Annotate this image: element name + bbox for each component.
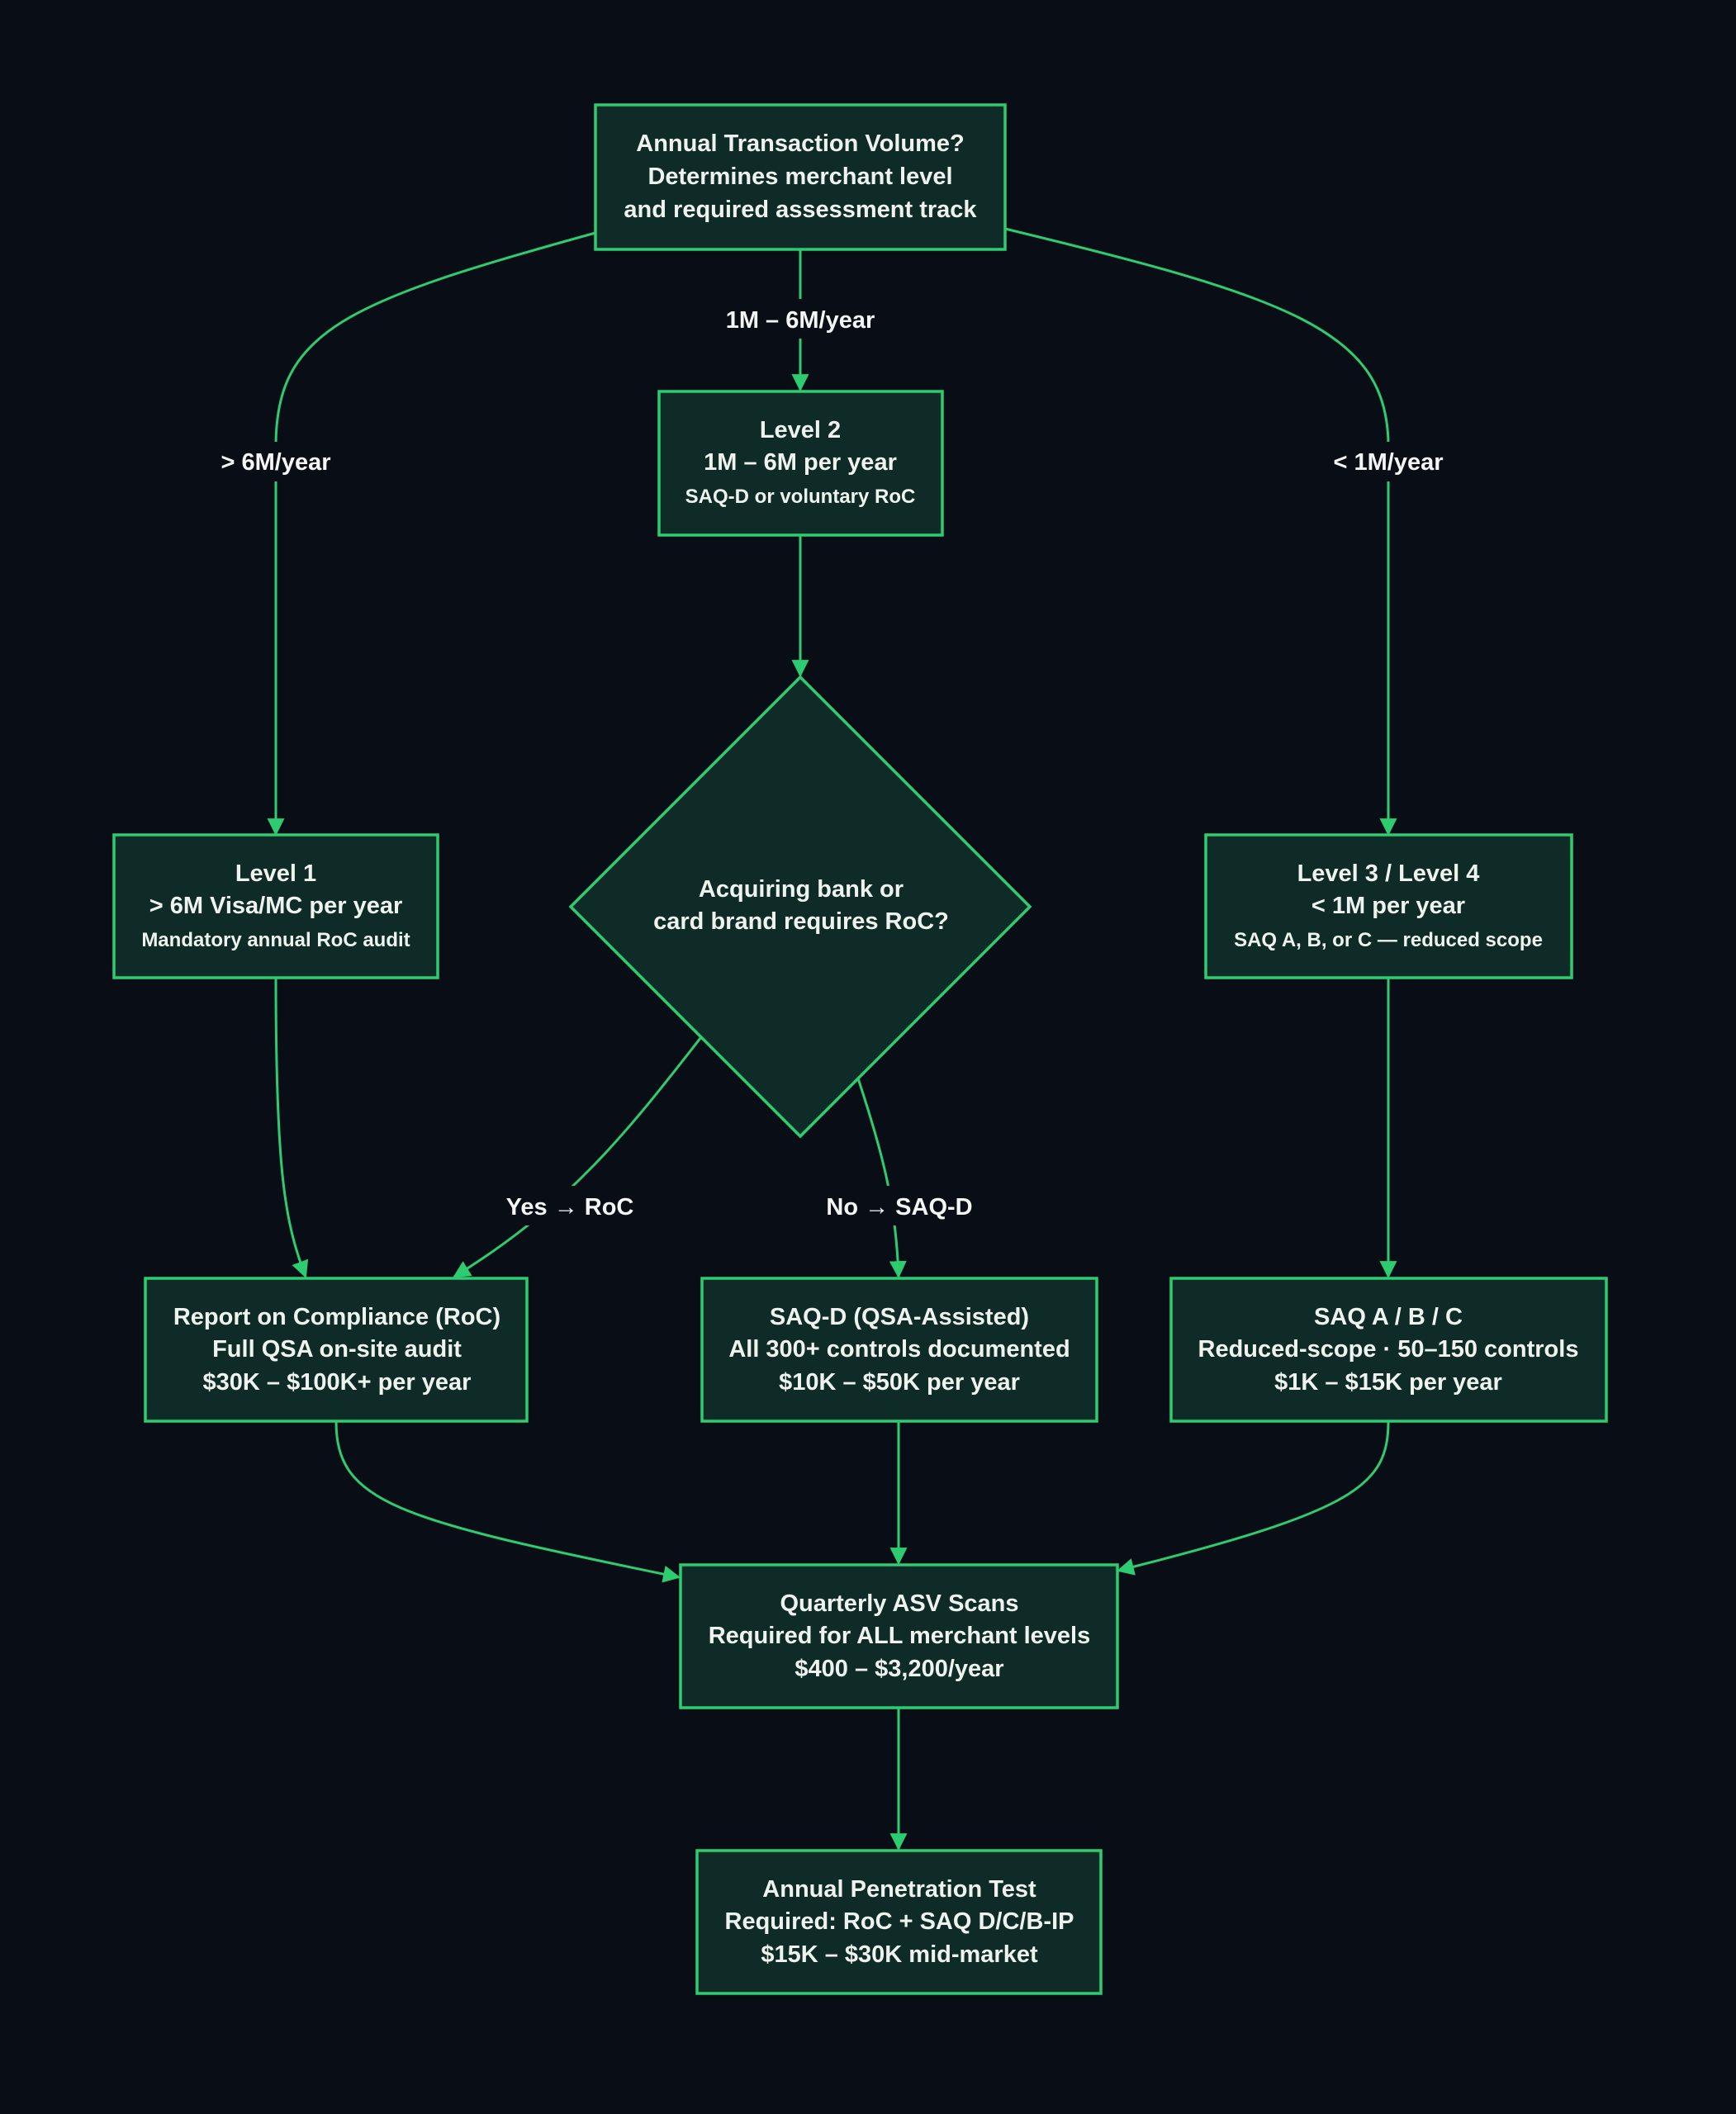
node-pentest-line3: $15K – $30K mid-market [761, 1941, 1038, 1968]
node-saqabc-line2: Reduced-scope · 50–150 controls [1198, 1336, 1579, 1363]
node-volume-line3: and required assessment track [624, 197, 977, 223]
edge-label-right-group: < 1M/year [1319, 442, 1458, 481]
node-level1: Level 1 > 6M Visa/MC per year Mandatory … [112, 833, 439, 979]
edge-decision-no-to-saqd [856, 1078, 907, 1279]
node-saqd-line2: All 300+ controls documented [728, 1336, 1070, 1363]
node-level34: Level 3 / Level 4 < 1M per year SAQ A, B… [1204, 833, 1573, 979]
node-volume-line2: Determines merchant level [647, 164, 952, 190]
node-level1-line3: Mandatory annual RoC audit [141, 929, 410, 951]
node-saqabc-line1: SAQ A / B / C [1314, 1304, 1463, 1330]
edge-saqabc-to-asv [1116, 1420, 1390, 1576]
node-volume: Annual Transaction Volume? Determines me… [594, 103, 1007, 251]
node-saqabc: SAQ A / B / C Reduced-scope · 50–150 con… [1169, 1277, 1608, 1423]
node-decision: Acquiring bank or card brand requires Ro… [568, 675, 1032, 1139]
node-level34-line2: < 1M per year [1311, 893, 1465, 919]
node-volume-line1: Annual Transaction Volume? [636, 130, 964, 157]
edge-label-left-group: > 6M/year [206, 442, 345, 481]
node-level2-line2: 1M – 6M per year [704, 449, 897, 476]
edge-roc-to-asv [334, 1420, 681, 1583]
node-pentest-line1: Annual Penetration Test [762, 1876, 1036, 1903]
node-asv: Quarterly ASV Scans Required for ALL mer… [679, 1563, 1119, 1709]
edge-level1-to-roc [274, 977, 309, 1278]
edge-label-yes-group: Yes → RoC [491, 1186, 649, 1225]
node-pentest-line2: Required: RoC + SAQ D/C/B-IP [725, 1908, 1074, 1935]
edge-label-no-group: No → SAQ-D [813, 1186, 986, 1225]
node-level34-line1: Level 3 / Level 4 [1297, 860, 1480, 887]
node-roc-line2: Full QSA on-site audit [212, 1336, 462, 1363]
edge-label-mid-group: 1M – 6M/year [712, 299, 889, 339]
node-level2-line1: Level 2 [760, 417, 841, 443]
edge-label-yes: Yes → RoC [506, 1194, 634, 1221]
node-decision-line1: Acquiring bank or [699, 876, 904, 903]
node-level2: Level 2 1M – 6M per year SAQ-D or volunt… [657, 390, 944, 537]
node-decision-line2: card brand requires RoC? [653, 908, 949, 935]
edge-label-no: No → SAQ-D [826, 1194, 972, 1221]
node-asv-line3: $400 – $3,200/year [794, 1656, 1003, 1682]
node-level34-line3: SAQ A, B, or C — reduced scope [1234, 929, 1543, 951]
node-saqabc-line3: $1K – $15K per year [1274, 1369, 1502, 1396]
node-roc-line3: $30K – $100K+ per year [203, 1369, 472, 1396]
node-asv-line2: Required for ALL merchant levels [709, 1623, 1091, 1649]
edge-label-mid: 1M – 6M/year [726, 307, 875, 334]
node-level1-line2: > 6M Visa/MC per year [149, 893, 403, 919]
node-level2-line3: SAQ-D or voluntary RoC [685, 486, 916, 508]
node-pentest: Annual Penetration Test Required: RoC + … [695, 1849, 1103, 1995]
edge-volume-to-level34 [1004, 227, 1397, 837]
node-saqd: SAQ-D (QSA-Assisted) All 300+ controls d… [700, 1277, 1098, 1423]
edge-decision-yes-to-roc [453, 1036, 703, 1278]
node-level1-line1: Level 1 [235, 860, 316, 887]
node-saqd-line3: $10K – $50K per year [779, 1369, 1020, 1396]
node-roc: Report on Compliance (RoC) Full QSA on-s… [144, 1277, 529, 1423]
node-asv-line1: Quarterly ASV Scans [780, 1590, 1018, 1617]
edge-label-left: > 6M/year [221, 449, 330, 476]
node-saqd-line1: SAQ-D (QSA-Assisted) [770, 1304, 1029, 1330]
edge-volume-to-level1 [267, 231, 596, 837]
edge-label-right: < 1M/year [1333, 449, 1443, 476]
node-roc-line1: Report on Compliance (RoC) [173, 1304, 500, 1330]
